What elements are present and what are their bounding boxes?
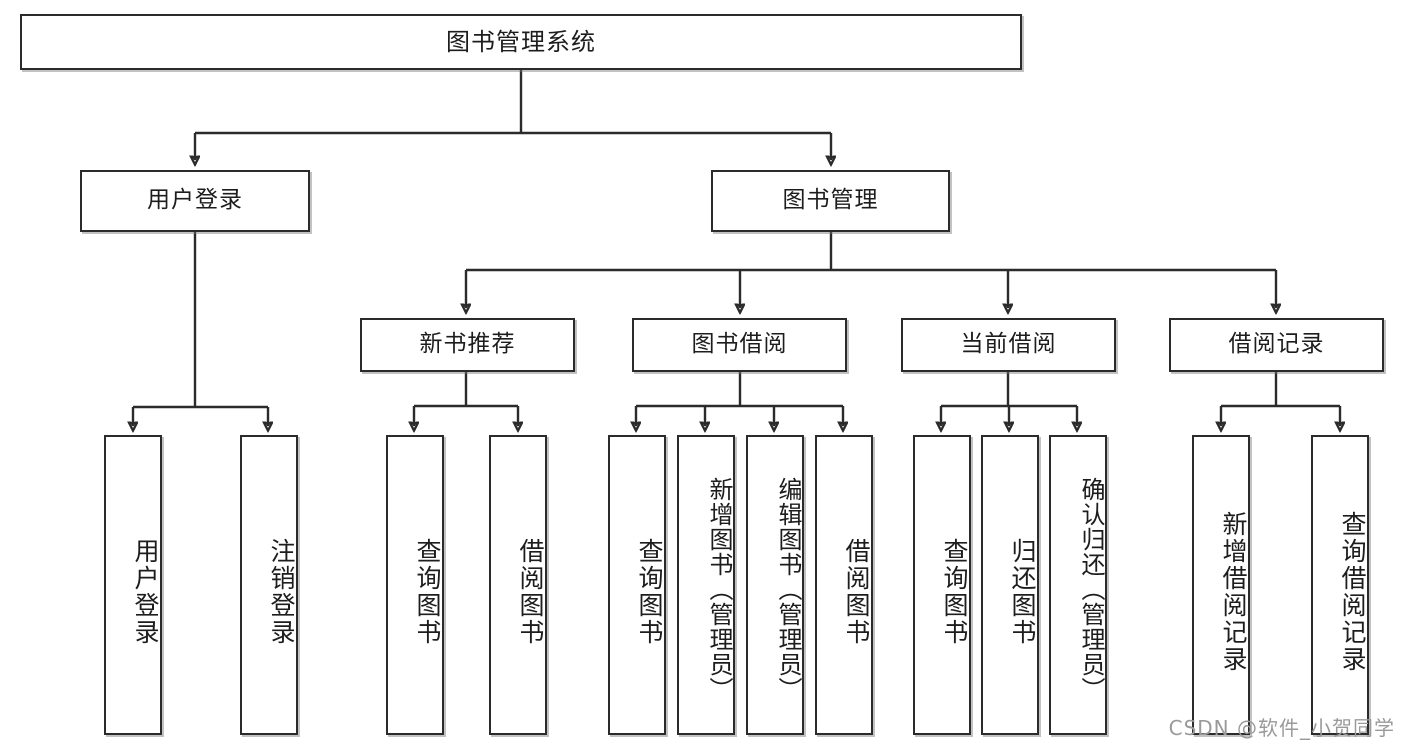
- leaf-logout[interactable]: 注销登录: [240, 435, 298, 735]
- leaf-confirm-return-admin[interactable]: 确认归还（管理员）: [1049, 435, 1107, 735]
- node-root-label: 图书管理系统: [446, 27, 596, 56]
- leaf-add-borrow-record[interactable]: 新增借阅记录: [1192, 435, 1250, 735]
- node-book-management[interactable]: 图书管理: [711, 170, 950, 232]
- leaf-borrow-books-borrow-label: 借阅图书: [842, 538, 871, 646]
- leaf-user-login-label: 用户登录: [131, 538, 160, 646]
- leaf-return-books[interactable]: 归还图书: [981, 435, 1039, 735]
- node-new-book-recommend-label: 新书推荐: [419, 331, 516, 358]
- node-new-book-recommend[interactable]: 新书推荐: [360, 318, 575, 372]
- node-borrow-records[interactable]: 借阅记录: [1169, 318, 1384, 372]
- leaf-add-book-admin-label: 新增图书（管理员）: [705, 476, 733, 702]
- node-borrow-records-label: 借阅记录: [1228, 331, 1325, 358]
- leaf-borrow-books-borrow[interactable]: 借阅图书: [815, 435, 873, 735]
- leaf-add-borrow-record-label: 新增借阅记录: [1219, 511, 1248, 673]
- leaf-query-books-borrow-label: 查询图书: [635, 538, 664, 646]
- csdn-watermark: CSDN @软件_小贺同学: [1168, 716, 1395, 740]
- node-current-borrow-label: 当前借阅: [960, 331, 1057, 358]
- node-book-management-label: 图书管理: [782, 187, 879, 214]
- leaf-edit-book-admin-label: 编辑图书（管理员）: [774, 476, 802, 702]
- node-current-borrow[interactable]: 当前借阅: [901, 318, 1116, 372]
- leaf-query-books-current[interactable]: 查询图书: [913, 435, 971, 735]
- leaf-return-books-label: 归还图书: [1008, 538, 1037, 646]
- leaf-borrow-books-newbook[interactable]: 借阅图书: [489, 435, 547, 735]
- leaf-query-books-current-label: 查询图书: [940, 538, 969, 646]
- leaf-user-login[interactable]: 用户登录: [104, 435, 162, 735]
- leaf-query-borrow-record-label: 查询借阅记录: [1338, 511, 1367, 673]
- node-root[interactable]: 图书管理系统: [20, 14, 1022, 70]
- leaf-edit-book-admin[interactable]: 编辑图书（管理员）: [746, 435, 804, 735]
- leaf-query-books-borrow[interactable]: 查询图书: [608, 435, 666, 735]
- leaf-logout-label: 注销登录: [267, 538, 296, 646]
- leaf-add-book-admin[interactable]: 新增图书（管理员）: [677, 435, 735, 735]
- node-book-borrow[interactable]: 图书借阅: [632, 318, 847, 372]
- node-user-login-label: 用户登录: [147, 187, 243, 214]
- node-book-borrow-label: 图书借阅: [691, 331, 788, 358]
- leaf-query-borrow-record[interactable]: 查询借阅记录: [1311, 435, 1369, 735]
- leaf-query-books-newbook-label: 查询图书: [413, 538, 442, 646]
- leaf-confirm-return-admin-label: 确认归还（管理员）: [1077, 476, 1105, 702]
- leaf-query-books-newbook[interactable]: 查询图书: [386, 435, 444, 735]
- leaf-borrow-books-newbook-label: 借阅图书: [516, 538, 545, 646]
- node-user-login[interactable]: 用户登录: [80, 170, 310, 232]
